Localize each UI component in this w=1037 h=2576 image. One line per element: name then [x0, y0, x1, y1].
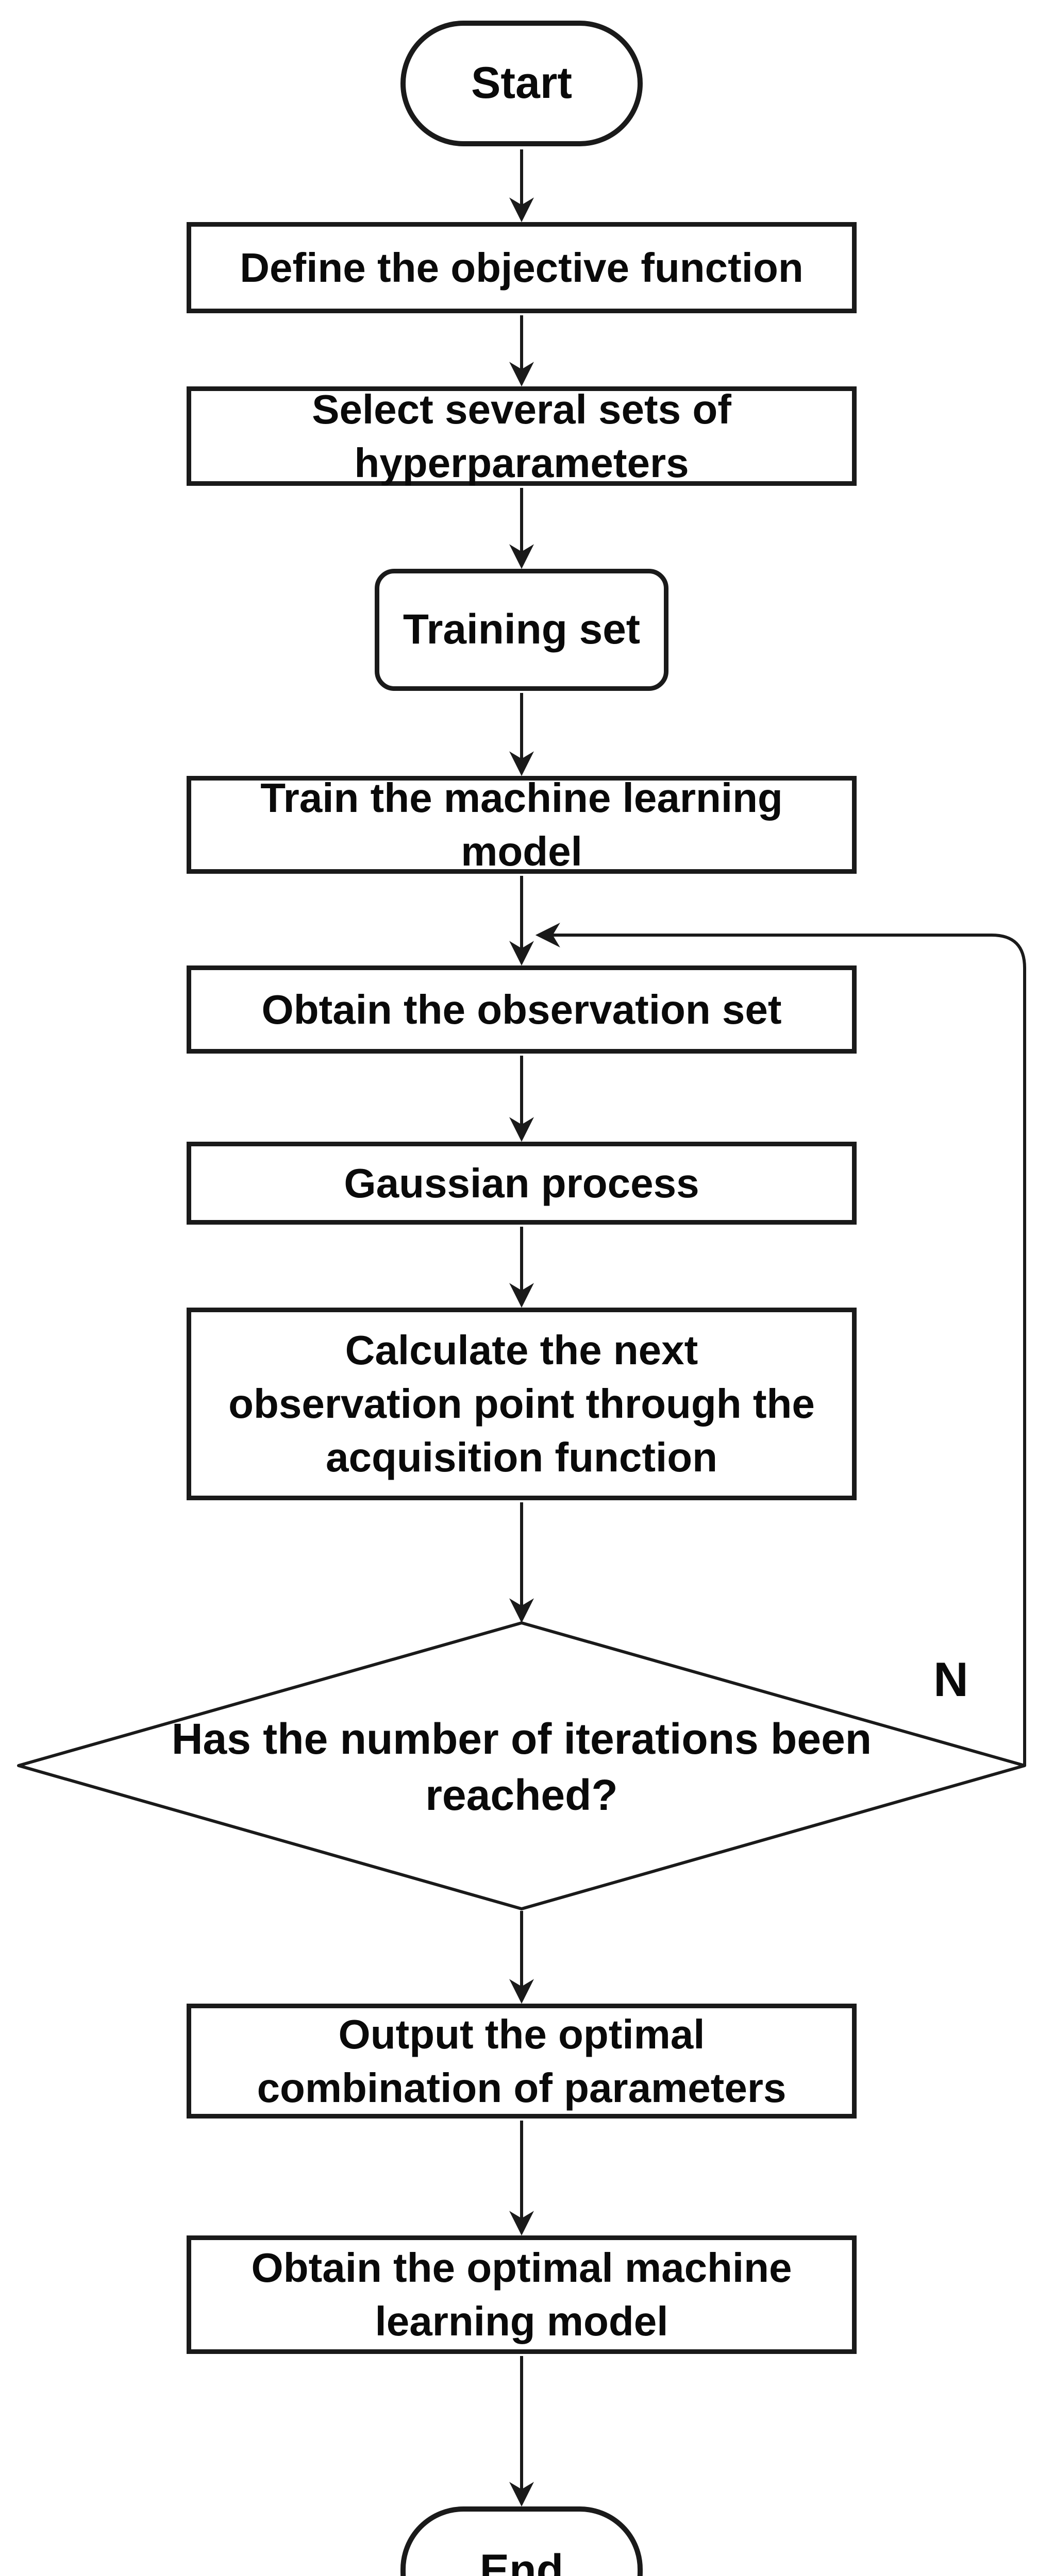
train-model-box: Train the machine learning model — [187, 775, 857, 874]
gaussian-process-box: Gaussian process — [187, 1142, 857, 1225]
select-hyperparameters-box: Select several sets of hyperparameters — [187, 386, 857, 486]
observation-set-box: Obtain the observation set — [187, 965, 857, 1054]
branch-label-no: N — [933, 1652, 968, 1706]
define-objective-box: Define the objective function — [187, 222, 857, 313]
start-node: Start — [400, 21, 643, 146]
acquisition-function-box: Calculate the next observation point thr… — [187, 1308, 857, 1500]
decision-diamond-shape — [17, 1621, 1026, 1910]
end-node: End — [400, 2506, 643, 2576]
training-set-box: Training set — [375, 569, 668, 691]
loop-back-arrow — [535, 923, 1026, 1766]
optimal-model-box: Obtain the optimal machine learning mode… — [187, 2235, 857, 2354]
output-parameters-box: Output the optimal combination of parame… — [187, 2004, 857, 2119]
decision-diamond-label: Has the number of iterations been reache… — [171, 1714, 872, 1819]
